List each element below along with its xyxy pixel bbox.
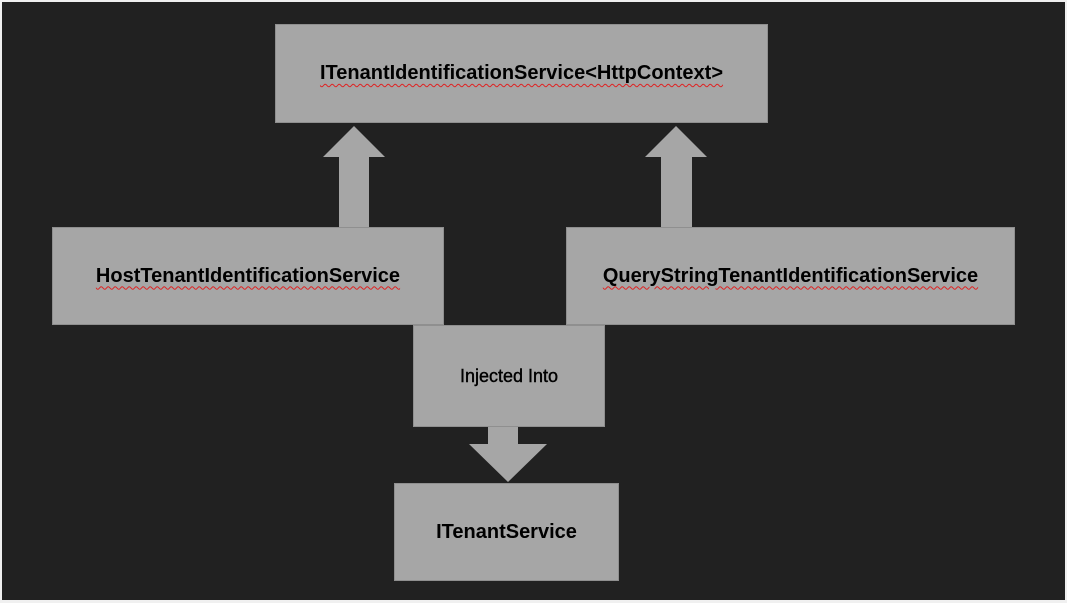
injected-into-box: Injected Into: [413, 325, 605, 427]
host-service-box: HostTenantIdentificationService: [52, 227, 444, 325]
tenant-service-box: ITenantService: [394, 483, 619, 581]
tenant-service-label: ITenantService: [436, 520, 577, 543]
injected-into-label: Injected Into: [459, 365, 559, 386]
interface-label: ITenantIdentificationService<HttpContext…: [320, 62, 723, 85]
arrow-host-to-interface: [323, 126, 385, 227]
querystring-service-label: QueryStringTenantIdentificationService: [602, 264, 979, 287]
interface-box: ITenantIdentificationService<HttpContext…: [275, 24, 768, 123]
arrow-injected-into-tenant-service: [469, 426, 547, 482]
arrow-querystring-to-interface: [645, 126, 707, 227]
interface-label-main: ITenantIdentificationService<HttpContext…: [319, 62, 724, 84]
querystring-service-box: QueryStringTenantIdentificationService: [566, 227, 1015, 325]
host-service-label: HostTenantIdentificationService: [95, 264, 401, 287]
